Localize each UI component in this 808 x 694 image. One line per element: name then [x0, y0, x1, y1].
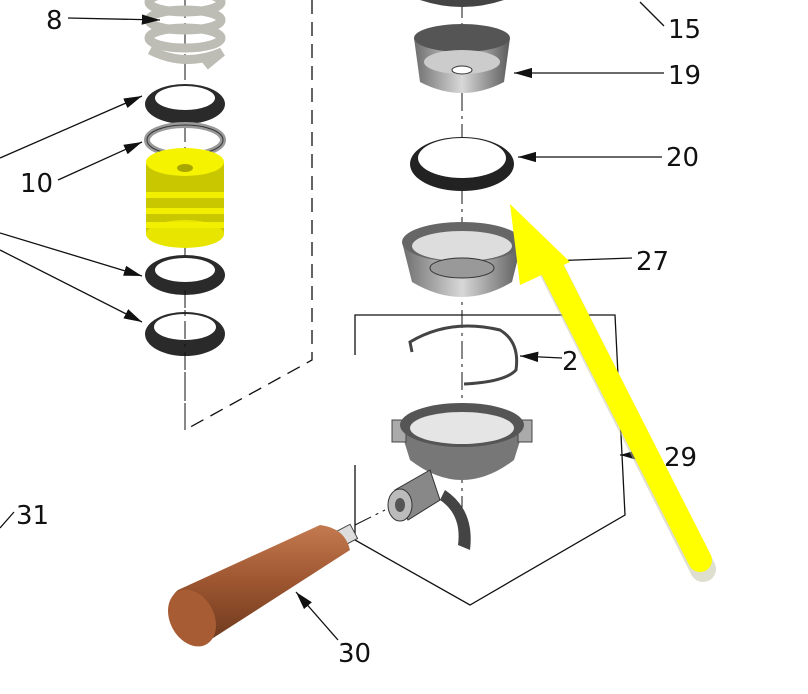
callout-20: 20: [666, 143, 699, 173]
leader-ring-lower-1: [0, 232, 143, 277]
callout-31: 31: [16, 501, 49, 531]
callout-8: 8: [46, 6, 63, 36]
leader-ring-lower-2: [0, 249, 143, 323]
callout-10: 10: [20, 169, 53, 199]
leader-8: [67, 14, 161, 25]
filter-basket-27: [402, 222, 522, 297]
seal-ring-top: [145, 84, 225, 124]
part-15: [420, 0, 504, 7]
leader-15: [639, 1, 665, 27]
leader-ring-top: [0, 95, 143, 159]
leader-10: [57, 141, 143, 181]
spring-clip: [408, 324, 519, 386]
seal-ring-lower-1: [145, 255, 225, 295]
callout-15: 15: [668, 15, 701, 45]
leader-2: [519, 351, 563, 363]
wooden-handle-30: [168, 509, 386, 647]
gasket-20: [410, 137, 514, 191]
portafilter-body: [387, 403, 533, 550]
callout-27: 27: [636, 247, 669, 277]
callout-19: 19: [668, 61, 701, 91]
yellow-highlight-arrow: [510, 204, 716, 582]
yellow-piston-highlight: [146, 148, 224, 248]
callout-29: 29: [664, 443, 697, 473]
leader-30: [295, 591, 339, 641]
spring-part: [144, 0, 226, 70]
callout-30: 30: [338, 639, 371, 669]
shower-screen-19: [414, 24, 510, 93]
leader-31: [0, 511, 15, 529]
dashed-boundary-left: [184, 0, 313, 431]
callout-2: 2: [562, 347, 579, 377]
